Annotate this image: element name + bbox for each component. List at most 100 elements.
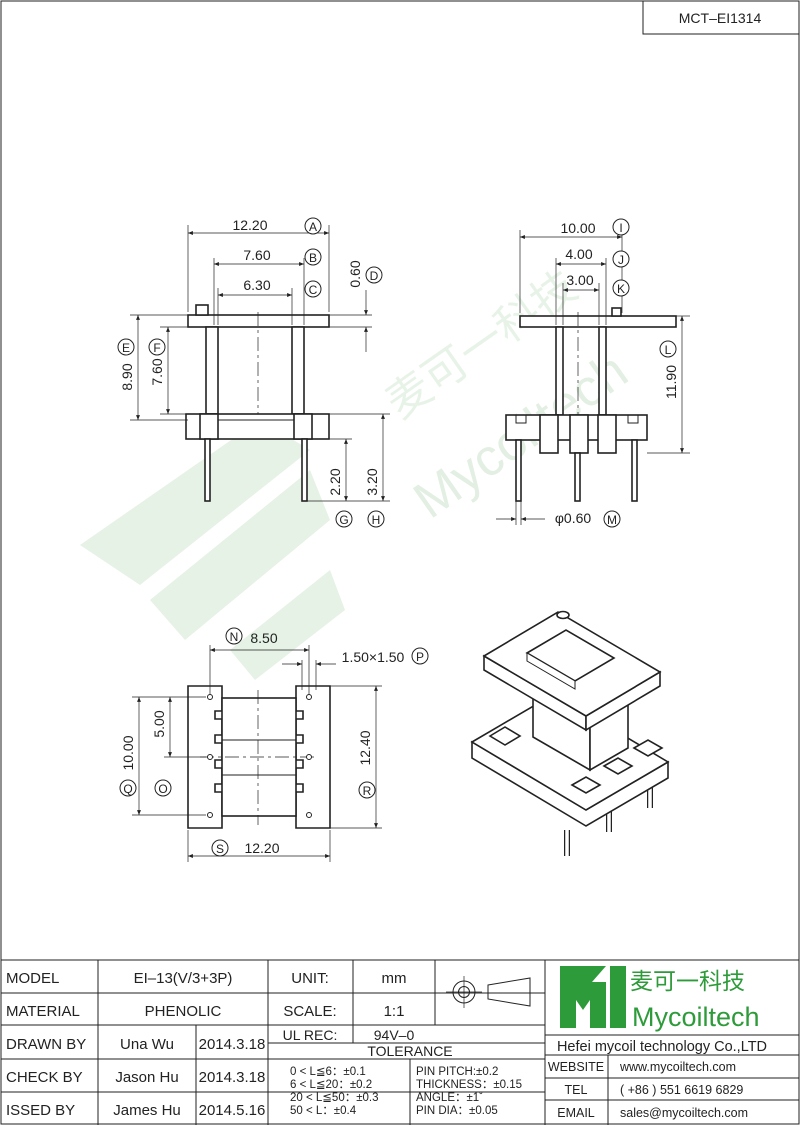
- tolerance-line-4: 50 < L：±0.4: [290, 1105, 357, 1117]
- pin-line-2: THICKNESS：±0.15: [416, 1079, 522, 1091]
- callout-s: S: [211, 839, 229, 857]
- tel-label: TEL: [565, 1083, 588, 1097]
- company-logo: 麦可一科技 Mycoiltech: [560, 966, 760, 1032]
- tolerance-label: TOLERANCE: [367, 1043, 452, 1059]
- dim-d-value: 0.60: [347, 260, 363, 287]
- iso-flange-nub: [556, 610, 570, 620]
- callout-r: R: [358, 781, 376, 799]
- dim-n-value: 8.50: [250, 630, 277, 646]
- callout-n: N: [225, 627, 243, 645]
- callout-l: L: [659, 340, 677, 358]
- callout-c: C: [304, 280, 322, 298]
- unit-value: mm: [382, 970, 407, 987]
- ul-label: UL REC:: [283, 1027, 338, 1043]
- svg-text:P: P: [416, 650, 424, 664]
- dim-s-value: 12.20: [244, 840, 279, 856]
- drawn-by-name: Una Wu: [120, 1036, 174, 1053]
- check-by-date: 2014.3.18: [199, 1069, 266, 1086]
- pin-line-3: ANGLE：±1˚: [416, 1092, 483, 1104]
- website-label: WEBSITE: [548, 1060, 604, 1074]
- scale-label: SCALE:: [283, 1003, 336, 1020]
- svg-text:J: J: [618, 253, 624, 267]
- drawn-by-date: 2014.3.18: [199, 1036, 266, 1053]
- svg-text:S: S: [216, 842, 224, 856]
- dim-b-value: 7.60: [243, 247, 270, 263]
- front-top-nub: [195, 304, 209, 316]
- svg-text:D: D: [370, 269, 379, 283]
- dim-k-value: 3.00: [566, 272, 593, 288]
- dim-f-value: 7.60: [149, 358, 165, 385]
- ul-value: 94V–0: [374, 1027, 415, 1043]
- side-pin-2: [574, 452, 581, 502]
- isometric-view: [470, 610, 670, 856]
- callout-g: G: [335, 510, 353, 528]
- svg-text:M: M: [607, 513, 617, 527]
- dim-r-value: 12.40: [357, 730, 373, 765]
- email-label: EMAIL: [557, 1106, 595, 1120]
- material-value: PHENOLIC: [145, 1003, 222, 1020]
- front-top-flange: [187, 314, 330, 328]
- svg-text:R: R: [363, 784, 372, 798]
- callout-m: M: [603, 510, 621, 528]
- svg-text:O: O: [158, 782, 167, 796]
- svg-text:A: A: [309, 220, 317, 234]
- dim-g-value: 2.20: [327, 468, 343, 495]
- svg-text:C: C: [309, 283, 318, 297]
- side-pin-1: [515, 439, 522, 502]
- issued-by-name: James Hu: [113, 1102, 181, 1119]
- bottom-view: 8.50 1.50×1.50 10.00 5.00 12.40 12.20 N …: [119, 627, 429, 862]
- svg-text:N: N: [230, 630, 239, 644]
- side-pin-3: [631, 439, 638, 502]
- callout-f: F: [148, 338, 166, 356]
- check-by-name: Jason Hu: [115, 1069, 178, 1086]
- svg-text:K: K: [617, 282, 625, 296]
- callout-b: B: [304, 248, 322, 266]
- svg-text:L: L: [665, 343, 672, 357]
- dim-a-value: 12.20: [232, 217, 267, 233]
- part-number: MCT–EI1314: [679, 10, 762, 26]
- dim-e-value: 8.90: [119, 363, 135, 390]
- callout-j: J: [612, 250, 630, 268]
- dim-l-value: 11.90: [663, 365, 679, 399]
- part-number-box: MCT–EI1314: [642, 1, 799, 35]
- tolerance-line-2: 6 < L≦20：±0.2: [290, 1079, 372, 1091]
- dim-o-value: 5.00: [151, 710, 167, 737]
- check-by-label: CHECK BY: [6, 1069, 83, 1086]
- side-view: 10.00 4.00 3.00 11.90 φ0.60 I J K L M: [496, 218, 690, 528]
- svg-text:I: I: [619, 221, 622, 235]
- website-value: www.mycoiltech.com: [619, 1060, 736, 1074]
- side-top-flange: [519, 315, 677, 328]
- pin-line-1: PIN PITCH:±0.2: [416, 1066, 498, 1078]
- front-right-wall: [291, 326, 305, 415]
- email-value: sales@mycoiltech.com: [620, 1106, 748, 1120]
- callout-p: P: [411, 647, 429, 665]
- dim-m-value: φ0.60: [555, 510, 592, 526]
- callout-e: E: [117, 338, 135, 356]
- tolerance-line-3: 20 < L≦50：±0.3: [290, 1092, 379, 1104]
- callout-d: D: [365, 266, 383, 284]
- dim-c-value: 6.30: [243, 277, 270, 293]
- tel-value: ( +86 ) 551 6619 6829: [620, 1083, 743, 1097]
- drawn-by-label: DRAWN BY: [6, 1036, 86, 1053]
- callout-o: O: [154, 779, 172, 797]
- title-block: MODEL EI–13(V/3+3P) MATERIAL PHENOLIC DR…: [1, 959, 799, 1125]
- model-value: EI–13(V/3+3P): [134, 970, 233, 987]
- callout-q: Q: [119, 779, 137, 797]
- front-pin-right: [301, 438, 308, 502]
- svg-text:G: G: [339, 513, 348, 527]
- dim-h-value: 3.20: [364, 468, 380, 495]
- scale-value: 1:1: [384, 1003, 405, 1020]
- issued-by-label: ISSED BY: [6, 1102, 75, 1119]
- material-label: MATERIAL: [6, 1003, 80, 1020]
- callout-k: K: [612, 279, 630, 297]
- model-label: MODEL: [6, 970, 59, 987]
- dim-i-value: 10.00: [560, 220, 595, 236]
- callout-a: A: [304, 217, 322, 235]
- front-view: 12.20 7.60 6.30 0.60 8.90 7.60 2.20 3.20…: [117, 217, 390, 528]
- svg-text:B: B: [309, 251, 317, 265]
- dim-j-value: 4.00: [565, 246, 592, 262]
- svg-text:H: H: [372, 513, 381, 527]
- unit-label: UNIT:: [291, 970, 329, 987]
